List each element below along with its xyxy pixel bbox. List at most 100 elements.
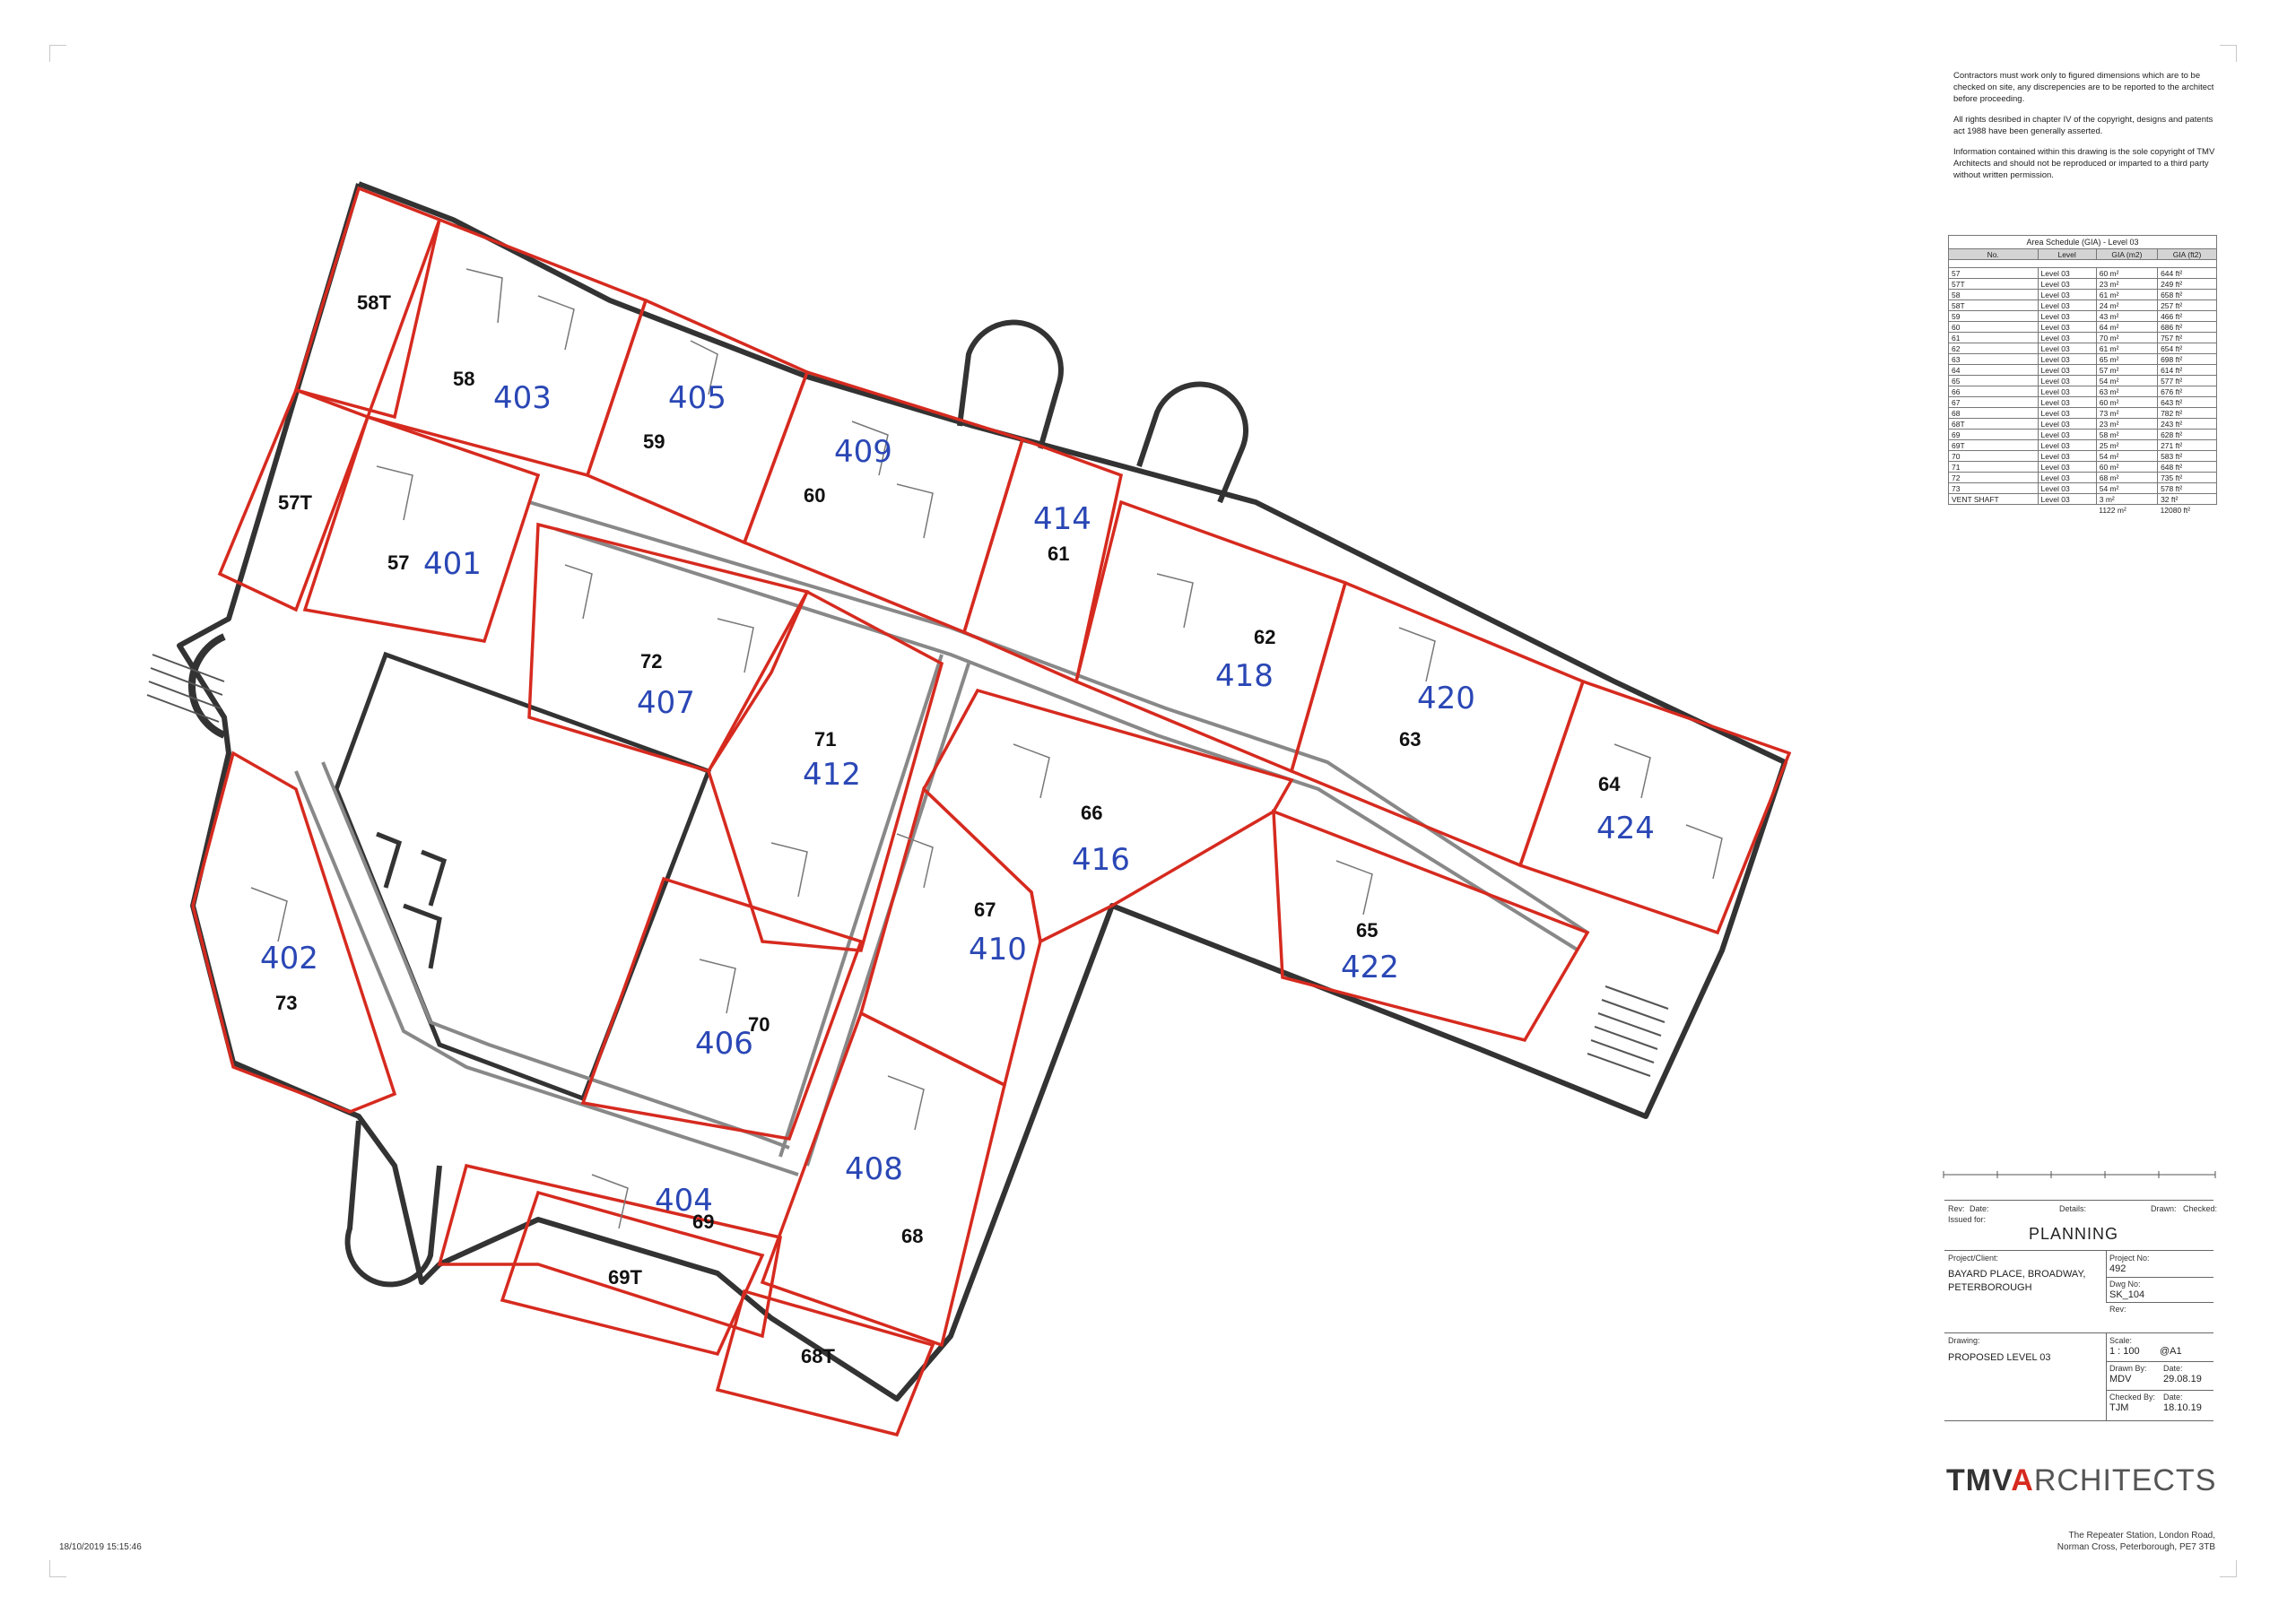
handwritten-73: 402 bbox=[260, 941, 318, 976]
stair-treads-right bbox=[1587, 985, 1669, 1077]
cell-no: 72 bbox=[1948, 472, 2039, 483]
cell-no: 73 bbox=[1948, 482, 2039, 494]
cell-level: Level 03 bbox=[2037, 450, 2097, 462]
cell-no: 62 bbox=[1948, 343, 2039, 354]
cell-gia-ft2: 257 ft² bbox=[2157, 299, 2217, 311]
room-label-64: 64 bbox=[1598, 773, 1621, 795]
handwritten-65: 422 bbox=[1341, 950, 1399, 985]
cell-gia-ft2: 583 ft² bbox=[2157, 450, 2217, 462]
room-label-67: 67 bbox=[974, 898, 996, 921]
area-schedule-spacer bbox=[1948, 259, 2217, 268]
room-label-66: 66 bbox=[1081, 802, 1102, 824]
handwritten-67: 410 bbox=[969, 932, 1027, 968]
issued-for-label: Issued for: bbox=[1948, 1215, 1987, 1224]
cell-level: Level 03 bbox=[2037, 493, 2097, 505]
cell-no: 57T bbox=[1948, 278, 2039, 290]
drawn-date-label: Date: bbox=[2163, 1364, 2183, 1373]
room-label-58T: 58T bbox=[357, 291, 391, 314]
cell-gia-ft2: 658 ft² bbox=[2157, 289, 2217, 300]
cell-level: Level 03 bbox=[2037, 407, 2097, 419]
handwritten-57: 401 bbox=[423, 546, 482, 582]
issued-for-value: PLANNING bbox=[2029, 1225, 2119, 1243]
checked-date-value: 18.10.19 bbox=[2163, 1402, 2202, 1413]
cell-level: Level 03 bbox=[2037, 321, 2097, 333]
handwritten-71: 412 bbox=[803, 757, 861, 793]
checked-by-value: TJM bbox=[2109, 1402, 2129, 1413]
cell-gia-m2: 57 m² bbox=[2095, 364, 2159, 376]
cell-level: Level 03 bbox=[2037, 267, 2097, 279]
room-label-69T: 69T bbox=[608, 1266, 642, 1289]
cell-gia-ft2: 249 ft² bbox=[2157, 278, 2217, 290]
cell-no: 69T bbox=[1948, 439, 2039, 451]
cell-no: 57 bbox=[1948, 267, 2039, 279]
scale-bar bbox=[1943, 1171, 2216, 1178]
rev-header-rev: Rev: bbox=[1948, 1204, 1965, 1213]
cell-gia-m2: 23 m² bbox=[2095, 418, 2159, 430]
scale-value: 1 : 100 bbox=[2109, 1346, 2140, 1357]
note-dimensions: Contractors must work only to figured di… bbox=[1953, 71, 2214, 104]
cell-gia-ft2: 466 ft² bbox=[2157, 310, 2217, 322]
tmv-architects-logo: TMVARCHITECTS bbox=[1946, 1463, 2216, 1498]
crop-mark-bottom-right bbox=[2220, 1560, 2237, 1577]
tower-bottom bbox=[344, 1120, 442, 1288]
cell-level: Level 03 bbox=[2037, 343, 2097, 354]
cell-level: Level 03 bbox=[2037, 439, 2097, 451]
cell-level: Level 03 bbox=[2037, 299, 2097, 311]
cell-no: VENT SHAFT bbox=[1948, 493, 2039, 505]
tower-top-1 bbox=[957, 319, 1064, 449]
cell-level: Level 03 bbox=[2037, 353, 2097, 365]
cell-no: 71 bbox=[1948, 461, 2039, 473]
cell-gia-ft2: 577 ft² bbox=[2157, 375, 2217, 386]
stair-treads-left bbox=[146, 654, 225, 723]
cell-gia-ft2: 757 ft² bbox=[2157, 332, 2217, 343]
cell-level: Level 03 bbox=[2037, 310, 2097, 322]
room-label-72: 72 bbox=[640, 650, 662, 673]
cell-gia-m2: 25 m² bbox=[2095, 439, 2159, 451]
cell-gia-ft2: 735 ft² bbox=[2157, 472, 2217, 483]
cell-level: Level 03 bbox=[2037, 364, 2097, 376]
drawn-by-label: Drawn By: bbox=[2109, 1364, 2147, 1373]
room-label-59: 59 bbox=[643, 430, 665, 453]
cell-gia-ft2: 271 ft² bbox=[2157, 439, 2217, 451]
cell-no: 59 bbox=[1948, 310, 2039, 322]
logo-part-tmv: TMV bbox=[1946, 1463, 2012, 1497]
cell-gia-m2: 60 m² bbox=[2095, 267, 2159, 279]
cell-level: Level 03 bbox=[2037, 289, 2097, 300]
cell-no: 68 bbox=[1948, 407, 2039, 419]
room-labels: 58T 58 59 60 61 57T 57 72 71 62 63 64 66… bbox=[275, 291, 1621, 1367]
logo-part-a: A bbox=[2011, 1463, 2034, 1497]
stair-round-left bbox=[187, 633, 226, 739]
cell-gia-m2: 60 m² bbox=[2095, 461, 2159, 473]
cell-gia-m2: 73 m² bbox=[2095, 407, 2159, 419]
total-ft2: 12080 ft² bbox=[2160, 505, 2191, 515]
header-gia-m2: GIA (m2) bbox=[2095, 248, 2159, 260]
project-client-label: Project/Client: bbox=[1948, 1254, 1999, 1263]
area-schedule-header-row: No. Level GIA (m2) GIA (ft2) bbox=[1948, 248, 2217, 260]
handwritten-64: 424 bbox=[1596, 811, 1655, 846]
room-label-73: 73 bbox=[275, 992, 297, 1014]
cell-gia-ft2: 643 ft² bbox=[2157, 396, 2217, 408]
cell-gia-ft2: 644 ft² bbox=[2157, 267, 2217, 279]
crop-mark-top-right bbox=[2220, 45, 2237, 62]
cell-gia-ft2: 628 ft² bbox=[2157, 429, 2217, 440]
room-label-60: 60 bbox=[804, 484, 825, 507]
cell-gia-ft2: 32 ft² bbox=[2157, 493, 2217, 505]
room-label-57: 57 bbox=[387, 551, 409, 574]
courtyard-blocks bbox=[376, 831, 448, 969]
handwritten-58: 403 bbox=[493, 380, 552, 416]
room-label-62: 62 bbox=[1254, 626, 1275, 648]
header-gia-ft2: GIA (ft2) bbox=[2157, 248, 2217, 260]
drawing-value: PROPOSED LEVEL 03 bbox=[1948, 1352, 2051, 1363]
cell-no: 58 bbox=[1948, 289, 2039, 300]
rev-header-details: Details: bbox=[2059, 1204, 2087, 1213]
cell-level: Level 03 bbox=[2037, 396, 2097, 408]
